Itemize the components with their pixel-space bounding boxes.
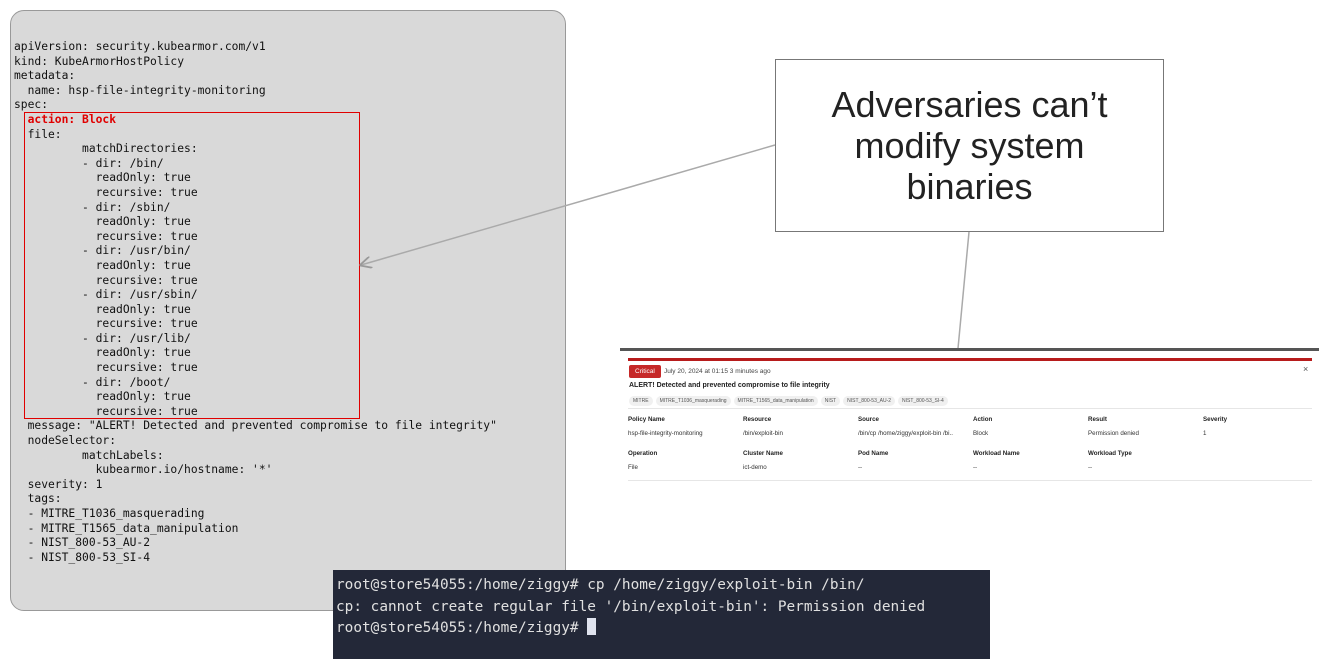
yaml-line: message: "ALERT! Detected and prevented … bbox=[14, 419, 497, 433]
yaml-line: - MITRE_T1565_data_manipulation bbox=[14, 521, 239, 535]
yaml-line: recursive: true bbox=[14, 229, 198, 243]
yaml-line: - dir: /bin/ bbox=[14, 156, 164, 170]
field-value: /bin/cp /home/ziggy/exploit-bin /bi.. bbox=[858, 430, 953, 437]
field-label: Resource bbox=[743, 416, 772, 423]
field-label: Action bbox=[973, 416, 993, 423]
field-value: hsp-file-integrity-monitoring bbox=[628, 430, 703, 437]
yaml-line: spec: bbox=[14, 98, 49, 112]
yaml-line: action: Block bbox=[14, 112, 117, 126]
divider bbox=[628, 480, 1312, 481]
yaml-line: - MITRE_T1036_masquerading bbox=[14, 507, 205, 520]
yaml-line: nodeSelector: bbox=[14, 434, 117, 448]
yaml-line: - dir: /usr/sbin/ bbox=[14, 288, 198, 302]
yaml-line: tags: bbox=[14, 492, 62, 506]
alert-timestamp: July 20, 2024 at 01:15 3 minutes ago bbox=[664, 368, 771, 375]
field-value: Block bbox=[973, 430, 989, 437]
divider bbox=[628, 408, 1312, 409]
yaml-line: - NIST_800-53_SI-4 bbox=[14, 550, 151, 564]
terminal-prompt: root@store54055:/home/ziggy# bbox=[336, 620, 588, 636]
callout-box: Adversaries can’t modify system binaries bbox=[775, 59, 1164, 232]
field-value: 1 bbox=[1203, 430, 1207, 437]
yaml-line: readOnly: true bbox=[14, 346, 191, 360]
field-label: Result bbox=[1088, 416, 1107, 423]
field-value: -- bbox=[973, 464, 978, 471]
field-value: File bbox=[628, 464, 638, 471]
field-value: Permission denied bbox=[1088, 430, 1139, 437]
divider bbox=[620, 348, 1319, 351]
yaml-line: readOnly: true bbox=[14, 302, 191, 316]
yaml-line: - dir: /usr/bin/ bbox=[14, 244, 191, 258]
field-label: Policy Name bbox=[628, 416, 665, 423]
field-label: Severity bbox=[1203, 416, 1228, 423]
yaml-line: - dir: /sbin/ bbox=[14, 200, 171, 214]
yaml-line: - dir: /usr/lib/ bbox=[14, 331, 191, 345]
yaml-line: matchLabels: bbox=[14, 448, 164, 462]
yaml-line: readOnly: true bbox=[14, 171, 191, 185]
tag-chip: NIST_800-53_AU-2 bbox=[843, 396, 896, 406]
yaml-line: - NIST_800-53_AU-2 bbox=[14, 536, 151, 550]
field-label: Pod Name bbox=[858, 450, 889, 457]
tag-chip: MITRE_T1036_masquerading bbox=[655, 396, 731, 406]
yaml-line: recursive: true bbox=[14, 404, 198, 418]
yaml-line: apiVersion: security.kubearmor.com/v1 bbox=[14, 40, 266, 53]
field-label: Workload Type bbox=[1088, 450, 1132, 457]
tag-chip: MITRE_T1565_data_manipulation bbox=[733, 396, 818, 406]
yaml-line: name: hsp-file-integrity-monitoring bbox=[14, 83, 266, 97]
yaml-line: metadata: bbox=[14, 69, 76, 83]
arrow-to-policy bbox=[361, 144, 776, 265]
severity-bar bbox=[628, 358, 1312, 361]
yaml-line: - dir: /boot/ bbox=[14, 375, 171, 389]
yaml-line: recursive: true bbox=[14, 273, 198, 287]
severity-badge: Critical bbox=[629, 365, 661, 378]
tag-chip: NIST bbox=[820, 396, 841, 406]
field-value: /bin/exploit-bin bbox=[743, 430, 783, 437]
alert-panel: Critical July 20, 2024 at 01:15 3 minute… bbox=[620, 348, 1319, 483]
yaml-line: severity: 1 bbox=[14, 477, 103, 491]
field-label: Cluster Name bbox=[743, 450, 783, 457]
yaml-line: readOnly: true bbox=[14, 215, 191, 229]
yaml-line: recursive: true bbox=[14, 185, 198, 199]
yaml-line: recursive: true bbox=[14, 361, 198, 375]
alert-title: ALERT! Detected and prevented compromise… bbox=[629, 382, 830, 389]
terminal-line: root@store54055:/home/ziggy# cp /home/zi… bbox=[336, 577, 865, 593]
yaml-line: kubearmor.io/hostname: '*' bbox=[14, 463, 273, 477]
yaml-line: readOnly: true bbox=[14, 390, 191, 404]
terminal-line: cp: cannot create regular file '/bin/exp… bbox=[336, 598, 926, 615]
yaml-line: kind: KubeArmorHostPolicy bbox=[14, 54, 185, 68]
cursor bbox=[587, 618, 597, 635]
field-label: Source bbox=[858, 416, 879, 423]
field-value: ict-demo bbox=[743, 464, 767, 471]
yaml-line: file: bbox=[14, 127, 62, 141]
yaml-line: matchDirectories: bbox=[14, 142, 198, 156]
close-icon[interactable]: × bbox=[1303, 364, 1309, 374]
tag-chip: NIST_800-53_SI-4 bbox=[898, 396, 948, 406]
field-value: -- bbox=[858, 464, 863, 471]
field-label: Operation bbox=[628, 450, 658, 457]
field-label: Workload Name bbox=[973, 450, 1020, 457]
callout-text: Adversaries can’t modify system binaries bbox=[831, 84, 1108, 207]
field-value: -- bbox=[1088, 464, 1093, 471]
yaml-line: readOnly: true bbox=[14, 258, 191, 272]
terminal[interactable]: root@store54055:/home/ziggy# cp /home/zi… bbox=[333, 570, 990, 659]
yaml-line: recursive: true bbox=[14, 317, 198, 331]
policy-yaml-panel bbox=[10, 10, 566, 611]
tag-chip: MITRE bbox=[629, 396, 653, 406]
